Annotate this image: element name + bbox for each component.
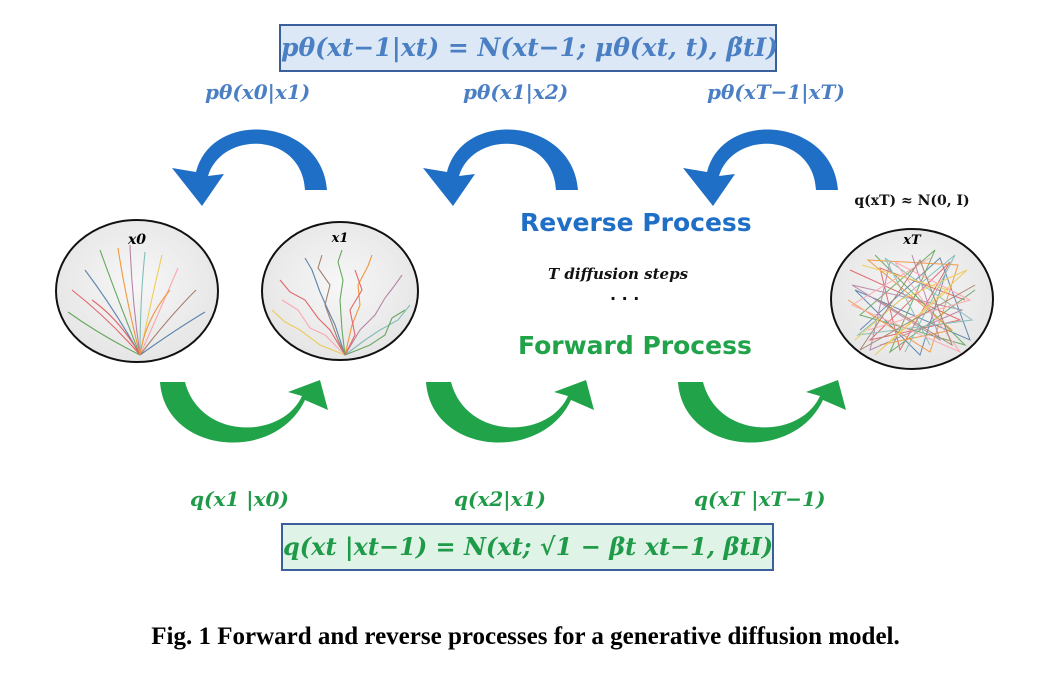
- state-circle-x1: x1: [261, 221, 419, 361]
- reverse-label-2: pθ(x1|x2): [463, 80, 569, 104]
- state-circle-x0: x0: [55, 219, 219, 363]
- reverse-arrow-2: [423, 129, 578, 206]
- forward-arrow-3: [678, 380, 846, 443]
- reverse-formula-box: pθ(xt−1|xt) = N(xt−1; μθ(xt, t), β̃tI): [279, 24, 779, 72]
- state-label-xT: xT: [902, 233, 922, 248]
- forward-label-3: q(xT |xT−1): [694, 487, 826, 511]
- forward-formula-box: q(xt |xt−1) = N(xt; √1 − βt xt−1, βtI): [281, 523, 774, 571]
- ellipsis: · · ·: [610, 289, 640, 308]
- forward-formula: q(xt |xt−1) = N(xt; √1 − βt xt−1, βtI): [283, 532, 774, 561]
- state-circle-xT: xT: [830, 228, 994, 370]
- reverse-label-3: pθ(xT−1|xT): [707, 80, 845, 104]
- forward-process-title: Forward Process: [518, 331, 752, 360]
- forward-arrow-1: [160, 380, 328, 443]
- state-label-x1: x1: [331, 231, 349, 246]
- state-label-x0: x0: [127, 232, 146, 248]
- diffusion-diagram: x0 x1: [55, 129, 994, 443]
- reverse-label-1: pθ(x0|x1): [205, 80, 311, 104]
- reverse-formula: pθ(xt−1|xt) = N(xt−1; μθ(xt, t), β̃tI): [281, 33, 779, 62]
- figure-caption: Fig. 1 Forward and reverse processes for…: [151, 623, 900, 650]
- forward-arrow-2: [426, 380, 594, 443]
- diffusion-steps-label: T diffusion steps: [548, 265, 689, 283]
- forward-label-1: q(x1 |x0): [190, 487, 289, 511]
- reverse-arrow-1: [172, 129, 327, 206]
- reverse-arrow-3: [683, 129, 838, 206]
- noise-distribution-label: q(xT) ≈ N(0, I): [854, 193, 969, 209]
- forward-label-2: q(x2|x1): [454, 487, 546, 511]
- reverse-process-title: Reverse Process: [520, 208, 752, 237]
